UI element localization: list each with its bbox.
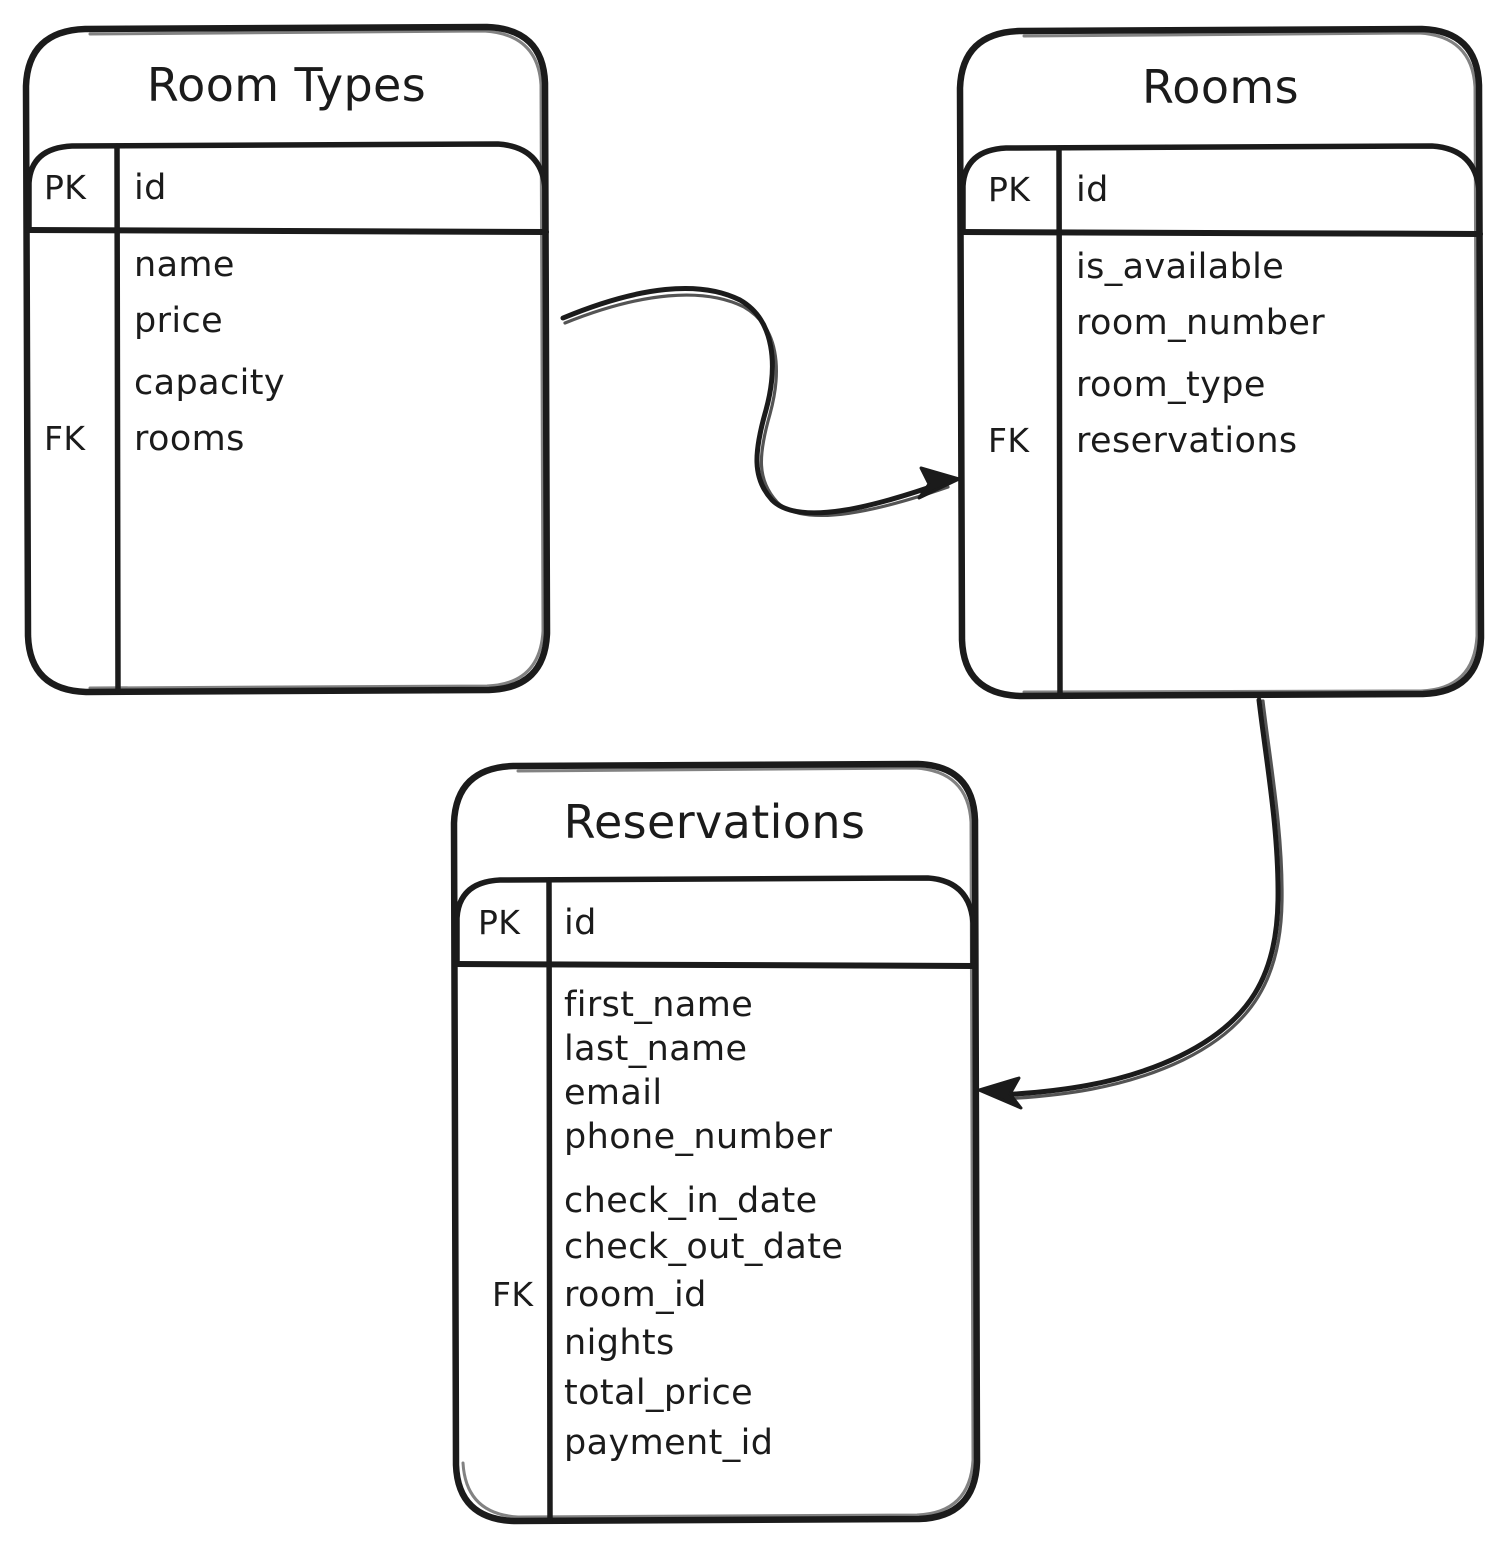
room-types-column-divider: [114, 143, 121, 693]
room-types-fk-label: FK: [44, 419, 86, 458]
entity-reservations-shape[interactable]: [450, 760, 981, 1525]
reservations-field-first-name: first_name: [564, 985, 754, 1025]
reservations-pk-divider: [452, 961, 977, 969]
reservations-field-total-price: total_price: [564, 1373, 754, 1413]
rel-room-types-to-rooms[interactable]: [560, 286, 961, 518]
room-types-field-name: name: [134, 245, 235, 285]
reservations-fk-label: FK: [492, 1275, 534, 1314]
reservations-field-id: id: [564, 903, 597, 943]
reservations-outer-border-sketch: [461, 766, 975, 1519]
rooms-field-room-number: room_number: [1076, 303, 1326, 343]
reservations-column-divider: [546, 877, 553, 1524]
entity-reservations-title: Reservations: [563, 795, 866, 849]
room-types-field-id: id: [134, 168, 167, 208]
connector-room-types-rooms-path: [560, 286, 948, 516]
entity-room-types-title: Room Types: [146, 58, 427, 112]
connector-arrowhead-to-reservations: [977, 1076, 1023, 1110]
rooms-field-id: id: [1076, 170, 1109, 210]
connector-rooms-reservations-path: [997, 697, 1281, 1098]
rooms-outer-border-sketch: [1022, 31, 1479, 694]
room-types-header-inner-border: [26, 141, 548, 234]
room-types-outer-border-sketch: [88, 29, 545, 690]
rooms-header-inner-border: [960, 143, 1482, 236]
entity-room-types-shape[interactable]: [22, 23, 551, 696]
connector-arrowhead-to-rooms: [917, 466, 961, 500]
rooms-pk-label: PK: [988, 170, 1031, 209]
rel-rooms-to-reservations[interactable]: [977, 697, 1284, 1110]
reservations-field-payment-id: payment_id: [564, 1423, 774, 1463]
reservations-field-check-in-date: check_in_date: [564, 1181, 818, 1221]
room-types-outer-border: [22, 23, 551, 696]
reservations-field-email: email: [564, 1073, 663, 1113]
entity-rooms-shape[interactable]: [956, 25, 1485, 700]
reservations-field-phone-number: phone_number: [564, 1117, 833, 1157]
reservations-outer-border: [450, 760, 981, 1525]
connector-rooms-reservations-sketch: [1001, 699, 1284, 1101]
reservations-field-check-out-date: check_out_date: [564, 1227, 844, 1267]
reservations-field-nights: nights: [564, 1323, 675, 1363]
reservations-pk-label: PK: [478, 903, 521, 942]
rooms-column-divider: [1056, 145, 1063, 697]
rooms-pk-divider: [958, 229, 1483, 237]
rooms-outer-border: [956, 25, 1485, 700]
entity-rooms-title: Rooms: [1142, 60, 1299, 114]
room-types-field-capacity: capacity: [134, 363, 285, 403]
reservations-field-last-name: last_name: [564, 1029, 748, 1069]
rooms-field-room-type: room_type: [1076, 365, 1266, 405]
rooms-field-is-available: is_available: [1076, 247, 1285, 287]
room-types-field-price: price: [134, 301, 224, 341]
rooms-field-reservations: reservations: [1076, 421, 1298, 461]
reservations-header-inner-border: [454, 875, 976, 968]
room-types-field-rooms: rooms: [134, 419, 245, 459]
room-types-pk-divider: [24, 227, 549, 235]
connector-room-types-rooms-sketch: [563, 293, 950, 518]
reservations-field-room-id: room_id: [564, 1275, 707, 1315]
room-types-pk-label: PK: [44, 168, 87, 207]
rooms-fk-label: FK: [988, 421, 1030, 460]
